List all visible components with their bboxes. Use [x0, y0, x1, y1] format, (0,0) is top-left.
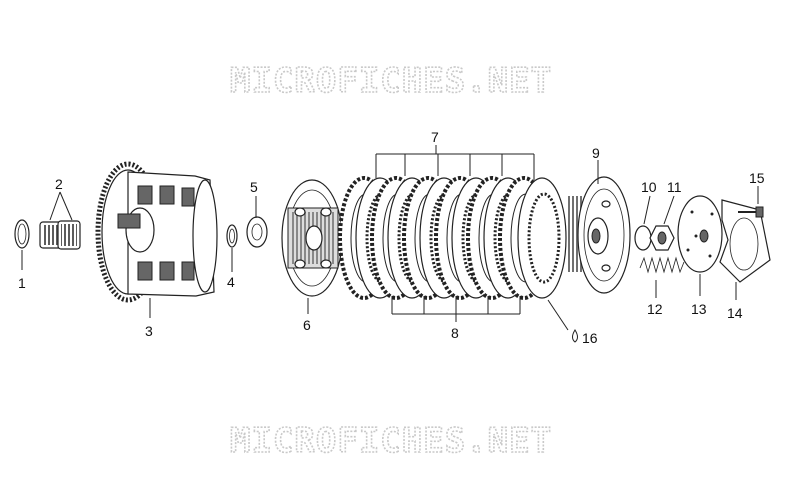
callout-11: 11 [667, 179, 682, 195]
callout-16: 16 [582, 330, 598, 346]
watermark-bottom: MICROFICHES.NET [230, 421, 552, 461]
part-5-thrust-washer[interactable] [246, 216, 268, 248]
callout-3: 3 [145, 323, 153, 339]
part-4-washer[interactable] [226, 224, 238, 248]
callout-8: 8 [451, 325, 459, 341]
callout-15: 15 [749, 170, 765, 186]
steel-plate[interactable] [517, 177, 567, 299]
part-7-8-plate-stack[interactable] [338, 176, 567, 300]
callout-2: 2 [55, 176, 63, 192]
callout-10: 10 [641, 179, 657, 195]
part-6-clutch-hub[interactable] [281, 179, 343, 297]
watermark-top: MICROFICHES.NET [230, 61, 552, 101]
part-13-retainer-plate[interactable] [677, 195, 723, 273]
leader-lines [21, 145, 759, 331]
oil-drop-icon [572, 329, 578, 343]
part-14-gasket[interactable] [719, 199, 771, 283]
callout-labels: 1 2 3 4 5 6 7 8 9 10 11 12 13 14 15 16 [18, 129, 765, 346]
part-15-screw[interactable] [738, 206, 764, 218]
part-11-nut[interactable] [649, 225, 675, 251]
callout-6: 6 [303, 317, 311, 333]
callout-13: 13 [691, 301, 707, 317]
part-2-needle-bearings[interactable] [39, 220, 81, 250]
callout-5: 5 [250, 179, 258, 195]
callout-4: 4 [227, 274, 235, 290]
part-1-circlip[interactable] [14, 219, 30, 249]
callout-9: 9 [592, 145, 600, 161]
part-9-pressure-plate[interactable] [566, 176, 631, 294]
callout-7: 7 [431, 129, 439, 145]
callout-14: 14 [727, 305, 743, 321]
part-10-lock-washer[interactable] [634, 225, 652, 251]
callout-1: 1 [18, 275, 26, 291]
callout-12: 12 [647, 301, 663, 317]
part-12-springs[interactable] [639, 256, 685, 274]
part-3-clutch-basket[interactable] [95, 161, 218, 303]
